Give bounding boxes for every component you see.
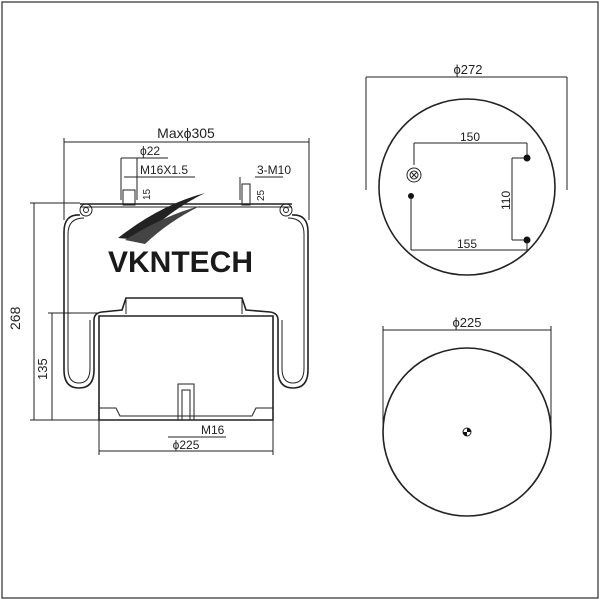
svg-text:VKNTECH: VKNTECH (108, 246, 253, 279)
side-view: Maxϕ305 ϕ22 M16X1.5 15 3-M10 25 (7, 125, 310, 455)
spacing-top-label: 150 (460, 130, 480, 144)
stud-height-label: 15 (142, 188, 153, 200)
bolt-height-label: 25 (256, 189, 267, 201)
piston-height-label: 135 (35, 358, 50, 380)
bolts-label: 3-M10 (257, 163, 291, 177)
bottom-view: ϕ225 (382, 315, 552, 517)
piston-diameter-label: ϕ225 (173, 438, 200, 452)
stud-diameter-label: ϕ22 (140, 144, 160, 158)
bottom-diameter-label: ϕ225 (453, 315, 482, 330)
max-diameter-label: Maxϕ305 (157, 125, 215, 141)
vkntech-logo: VKNTECH (108, 193, 253, 279)
total-height-label: 268 (7, 306, 23, 330)
top-view: ϕ272 150 110 155 (365, 62, 568, 276)
spacing-vertical-label: 110 (499, 191, 513, 210)
top-diameter-label: ϕ272 (454, 62, 483, 77)
stud-thread-label: M16X1.5 (140, 163, 188, 177)
spacing-bottom-label: 155 (457, 237, 477, 251)
bottom-thread-label: M16 (201, 423, 225, 437)
